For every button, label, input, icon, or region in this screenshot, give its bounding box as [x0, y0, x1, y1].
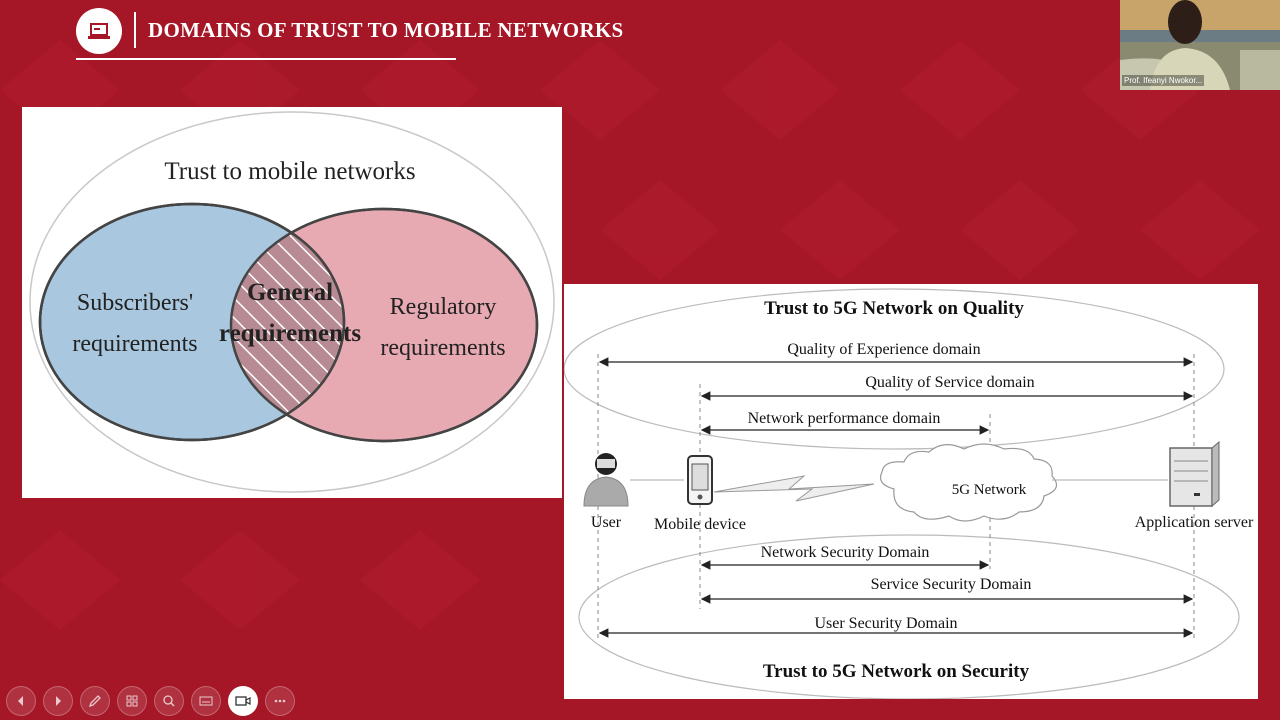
trust-5g-diagram-panel: Trust to 5G Network on Quality Quality o… — [563, 284, 1258, 700]
previous-slide-icon — [18, 696, 23, 706]
mobile-label: Mobile device — [654, 516, 746, 533]
server-label: Application server — [1135, 514, 1254, 531]
mobile-device-icon — [687, 455, 713, 505]
qoe-label: Quality of Experience domain — [787, 341, 980, 358]
nsd-label: Network Security Domain — [761, 544, 930, 561]
more-button[interactable] — [265, 686, 295, 716]
application-server-icon — [1169, 440, 1220, 508]
intersection-hatch — [231, 209, 344, 440]
general-label-2: requirements — [219, 320, 361, 347]
venn-diagram-panel: Trust to mobile networks Subscribers' re… — [22, 107, 562, 498]
participant-video-tile[interactable]: Prof. Ifeanyi Nwokor... — [1120, 0, 1280, 90]
pen-icon — [88, 695, 101, 708]
user-label: User — [591, 514, 622, 531]
ssd-label: Service Security Domain — [871, 576, 1032, 593]
subscribers-label-2: requirements — [72, 331, 197, 357]
next-slide-button[interactable] — [43, 686, 73, 716]
wireless-link-icon — [713, 475, 875, 502]
slides-grid-icon — [126, 695, 138, 707]
usd-label: User Security Domain — [814, 615, 957, 632]
camera-icon — [235, 696, 251, 706]
5g-network-label: 5G Network — [952, 482, 1027, 498]
slides-grid-button[interactable] — [117, 686, 147, 716]
regulatory-label-1: Regulatory — [390, 294, 497, 320]
security-title: Trust to 5G Network on Security — [763, 661, 1030, 682]
more-icon — [274, 699, 286, 703]
subscribers-label-1: Subscribers' — [77, 290, 193, 316]
general-label-1: General — [247, 279, 333, 306]
subtitles-button[interactable] — [191, 686, 221, 716]
slide-title: DOMAINS OF TRUST TO MOBILE NETWORKS — [148, 18, 624, 42]
title-underline — [76, 58, 456, 60]
zoom-button[interactable] — [154, 686, 184, 716]
laptop-icon — [76, 8, 122, 54]
npd-label: Network performance domain — [748, 410, 941, 427]
user-icon — [583, 453, 629, 507]
zoom-icon — [163, 695, 175, 707]
previous-slide-button[interactable] — [6, 686, 36, 716]
participant-video-image — [1120, 0, 1280, 90]
outer-label: Trust to mobile networks — [164, 158, 415, 185]
next-slide-icon — [56, 696, 61, 706]
pen-button[interactable] — [80, 686, 110, 716]
outer-trust-ellipse — [29, 111, 555, 493]
camera-button[interactable] — [228, 686, 258, 716]
5g-network-cloud-icon — [879, 443, 1058, 522]
subtitles-icon — [199, 696, 213, 706]
participant-name: Prof. Ifeanyi Nwokor... — [1122, 75, 1205, 86]
presenter-toolbar — [6, 686, 295, 716]
qos-label: Quality of Service domain — [865, 374, 1034, 391]
quality-title: Trust to 5G Network on Quality — [764, 298, 1024, 319]
header-divider — [134, 12, 136, 48]
quality-ellipse — [563, 288, 1225, 450]
regulatory-label-2: requirements — [380, 335, 505, 361]
